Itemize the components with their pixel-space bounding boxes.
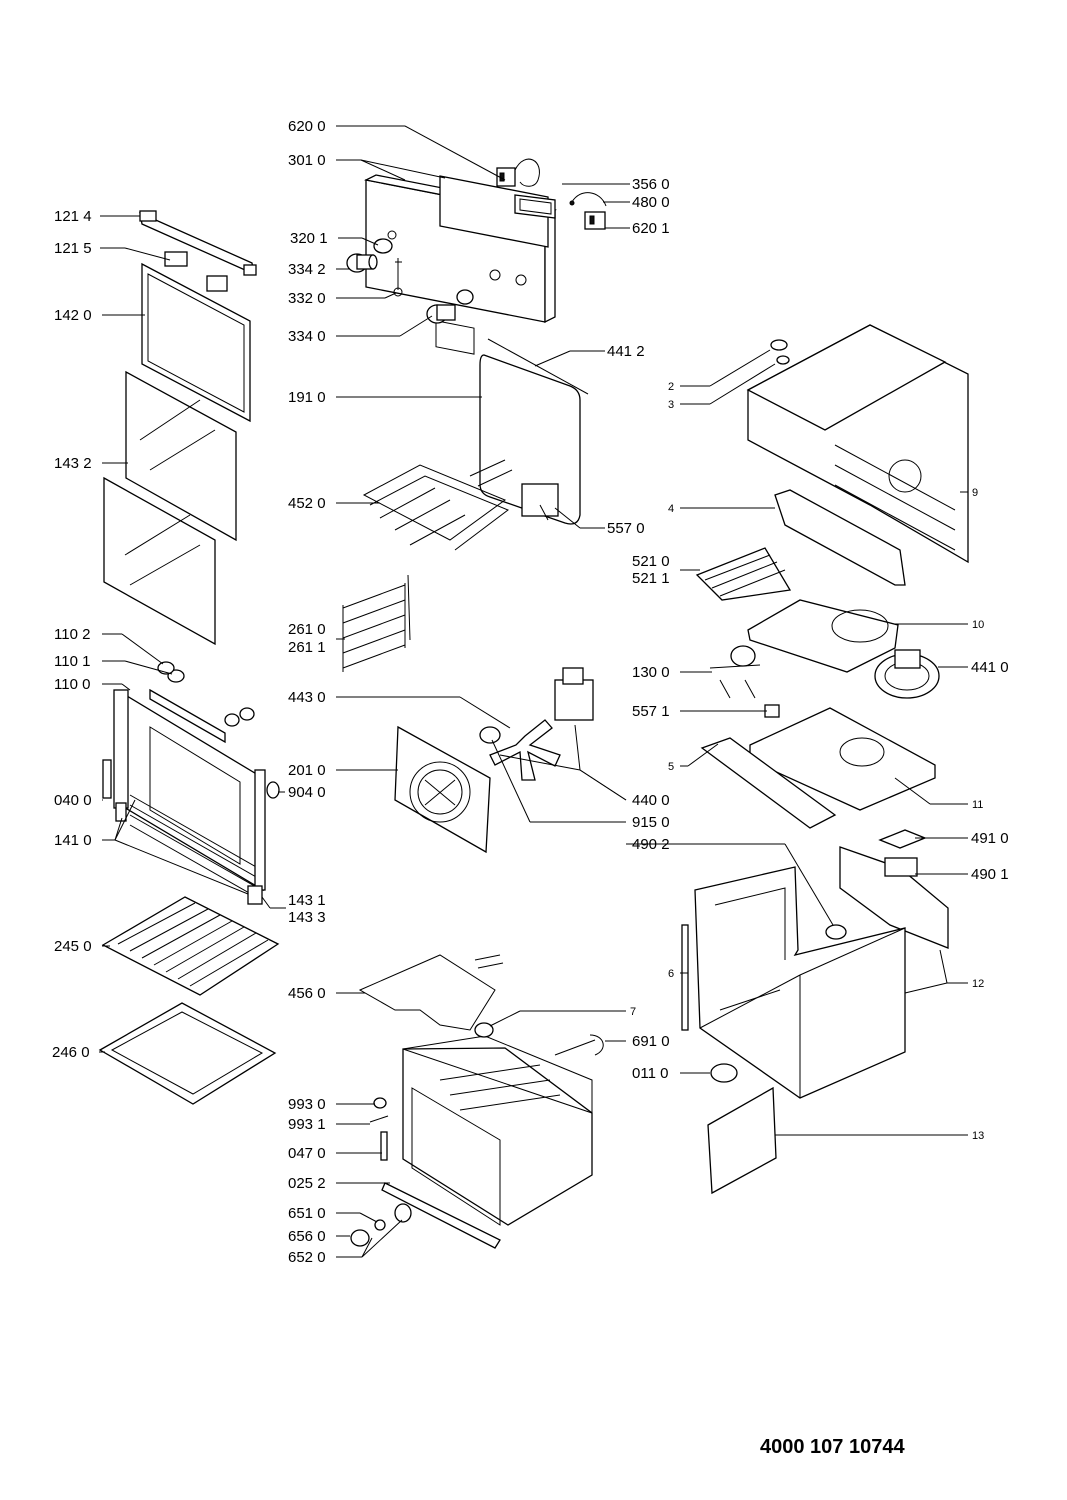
part-label: 334 0 [288,328,326,345]
part-label: 7 [630,1006,636,1018]
terminal-block-drawing [878,829,927,849]
part-label: 443 0 [288,689,326,706]
part-label: 6 [668,968,674,980]
part-label: 480 0 [632,194,670,211]
bracket-drawing [774,489,906,586]
part-label: 332 0 [288,290,326,307]
lamp-parts-drawing [350,1203,412,1247]
part-label: 441 0 [971,659,1009,676]
strip-drawing [700,737,837,829]
part-label: 040 0 [54,792,92,809]
thermostat-drawing [764,704,780,718]
part-label: 993 1 [288,1116,326,1133]
switch-620-0-drawing [496,158,540,187]
part-label: 456 0 [288,985,326,1002]
part-label: 521 0 [632,553,670,570]
part-label: 141 0 [54,832,92,849]
oven-cavity-drawing [369,1022,604,1249]
part-label: 656 0 [288,1228,326,1245]
part-label: 047 0 [288,1145,326,1162]
shelf-guides-drawing [342,574,411,672]
part-label: 110 1 [54,653,90,670]
part-label: 261 0 [288,621,326,638]
part-label: 142 0 [54,307,92,324]
part-label: 10 [972,619,984,631]
part-label: 191 0 [288,389,326,406]
part-label: 620 1 [632,220,670,237]
outer-casing-drawing [681,866,906,1099]
display-356-0-drawing [514,194,556,219]
control-board-drawing [695,547,792,601]
part-label: 4 [668,503,674,515]
control-panel-drawing [364,174,557,355]
part-label: 452 0 [288,495,326,512]
part-label: 356 0 [632,176,670,193]
part-label: 201 0 [288,762,326,779]
fan-cover-drawing [394,725,491,854]
part-label: 3 [668,399,674,411]
part-label: 11 [972,799,983,811]
part-label: 651 0 [288,1205,326,1222]
part-label: 9 [972,487,978,499]
baking-tray-drawing [98,1002,277,1105]
part-label: 557 1 [632,703,670,720]
part-label: 245 0 [54,938,92,955]
part-labels: 620 0 301 0 356 0 480 0 620 1 121 4 121 … [52,118,1009,1266]
part-label: 12 [972,978,984,990]
part-label: 993 0 [288,1096,326,1113]
part-label: 620 0 [288,118,326,135]
part-label: 025 2 [288,1175,326,1192]
inner-glass-drawing [103,370,237,646]
knobs-drawing [346,238,474,324]
part-label: 13 [972,1130,984,1142]
part-label: 491 0 [971,830,1009,847]
grill-element-drawing [362,459,559,551]
part-label: 441 2 [607,343,645,360]
door-assembly-drawing [102,661,280,905]
part-label: 2 [668,381,674,393]
part-label: 246 0 [52,1044,90,1061]
rear-plate-drawing [707,1086,777,1195]
part-label: 915 0 [632,814,670,831]
part-label: 130 0 [632,664,670,681]
fan-housing-drawing [747,599,899,673]
part-label: 5 [668,761,674,773]
part-label: 143 2 [54,455,92,472]
part-label: 121 4 [54,208,92,225]
part-label: 904 0 [288,784,326,801]
lower-heater-drawing [358,954,504,1031]
part-label: 557 0 [607,520,645,537]
part-label: 490 1 [971,866,1009,883]
document-number: 4000 107 10744 [760,1436,905,1458]
motor-130-drawing [709,645,761,699]
part-label: 143 1 [288,892,326,909]
wire-shelf-drawing [101,896,280,996]
part-label: 110 2 [54,626,90,643]
part-label: 301 0 [288,152,326,169]
part-label: 334 2 [288,261,326,278]
part-label: 143 3 [288,909,326,926]
part-label: 652 0 [288,1249,326,1266]
switch-620-1-drawing [569,192,607,230]
back-panel-drawing [839,846,949,949]
leader-lines [99,125,968,1258]
part-label: 320 1 [290,230,328,247]
part-label: 261 1 [288,639,326,656]
gasket-drawing [479,338,589,525]
outer-glass-drawing [141,262,251,423]
part-label: 490 2 [632,836,670,853]
top-cover-drawing [746,324,969,564]
part-label: 121 5 [54,240,92,257]
part-label: 521 1 [632,570,670,587]
part-label: 110 0 [54,676,90,693]
part-label: 691 0 [632,1033,670,1050]
part-label: 011 0 [632,1065,668,1082]
part-label: 440 0 [632,792,670,809]
fan-motor-drawing [479,667,594,781]
door-trim-drawing [139,210,257,292]
cooling-fan-drawing [874,649,940,699]
